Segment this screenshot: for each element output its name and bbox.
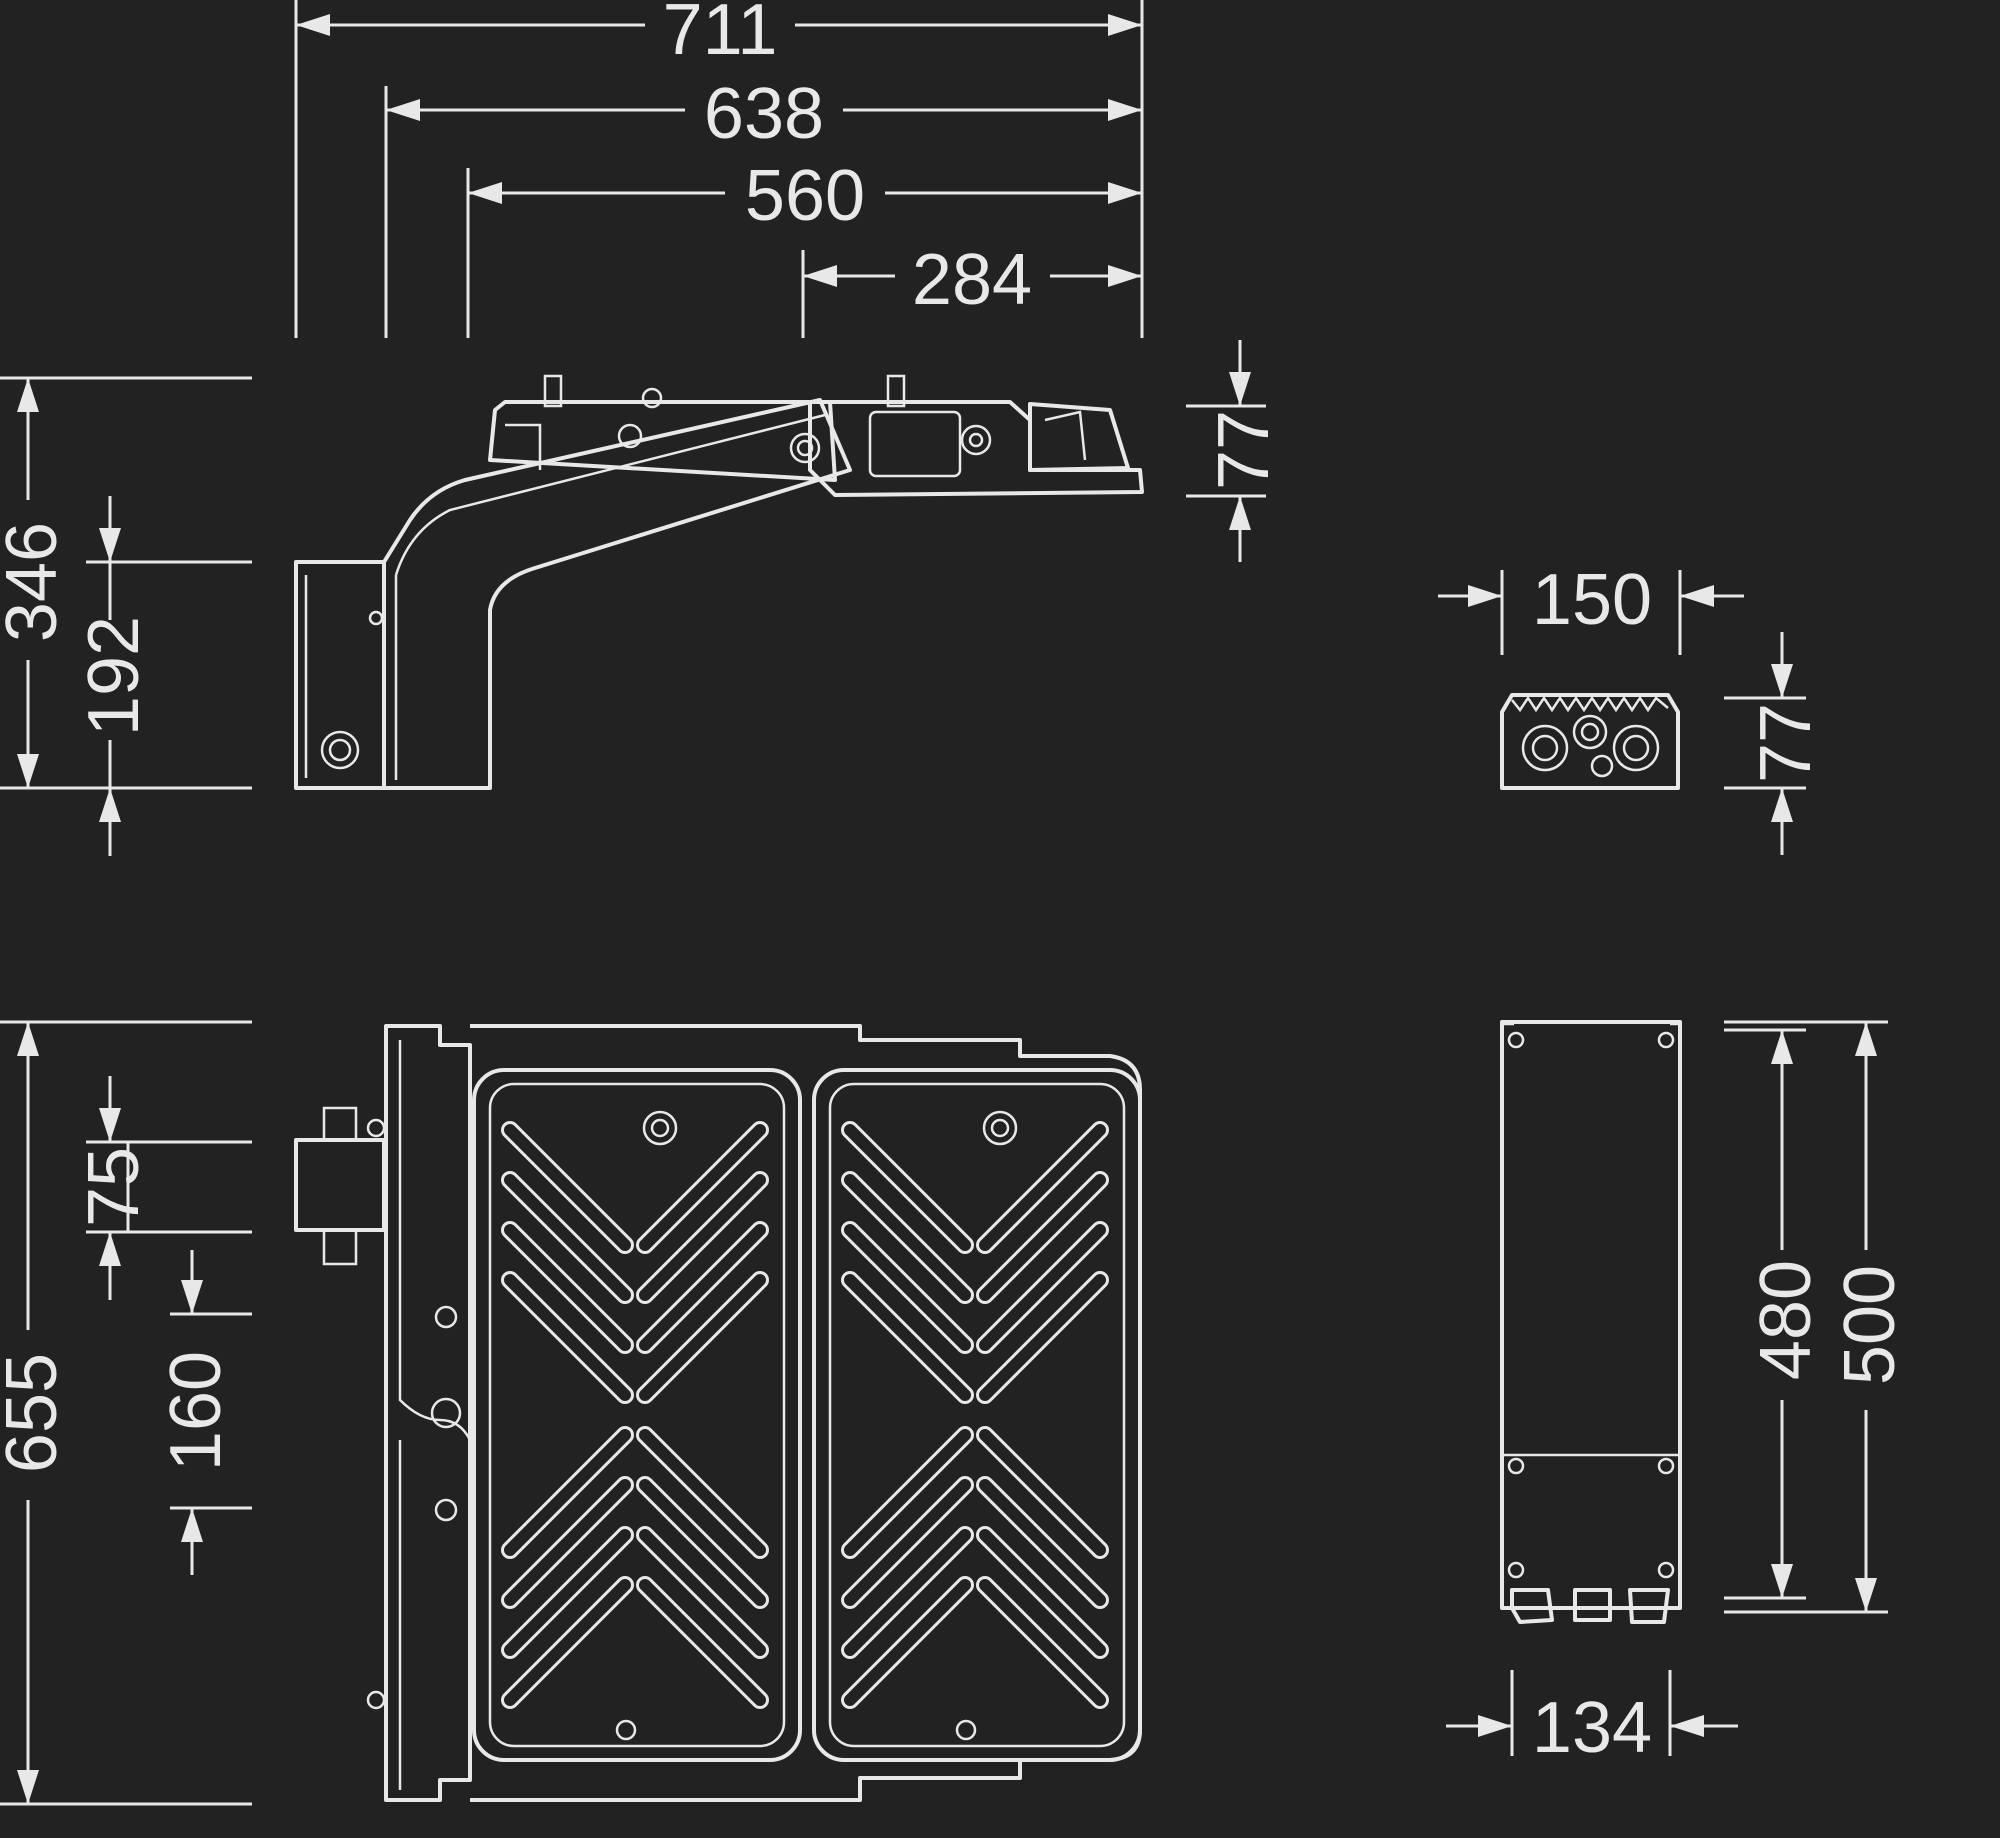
dim-plan-bracket: 75 <box>74 1147 154 1227</box>
dimension-lines <box>0 0 1888 1806</box>
dim-gear-plan-width: 134 <box>1532 1688 1652 1768</box>
dim-height-bracket: 192 <box>74 616 154 736</box>
dim-gear-width: 150 <box>1532 560 1652 640</box>
dim-gear-height: 77 <box>1746 703 1826 783</box>
dim-plan-depth: 655 <box>0 1353 72 1473</box>
plan-view-gear-box <box>1500 1020 1682 1624</box>
dim-width-rear: 284 <box>912 240 1032 320</box>
dim-plan-mount-spacing: 160 <box>156 1351 236 1471</box>
dim-width-overall: 711 <box>663 0 778 70</box>
dim-height-overall: 346 <box>0 522 72 642</box>
left-panel-ribs <box>501 1121 769 1709</box>
plan-view-luminaire <box>294 1024 1142 1802</box>
dim-gear-inner-length: 480 <box>1746 1260 1826 1380</box>
right-panel-ribs <box>841 1121 1109 1709</box>
side-view-gear-box <box>1500 693 1680 790</box>
dim-width-arm: 638 <box>704 74 824 154</box>
side-view-luminaire <box>294 374 1144 790</box>
dim-gear-length: 500 <box>1830 1265 1910 1385</box>
dim-width-head: 560 <box>745 156 865 236</box>
dimension-labels: 711 638 560 284 346 192 77 150 77 655 75… <box>0 0 1910 1768</box>
dim-height-head: 77 <box>1204 410 1284 490</box>
